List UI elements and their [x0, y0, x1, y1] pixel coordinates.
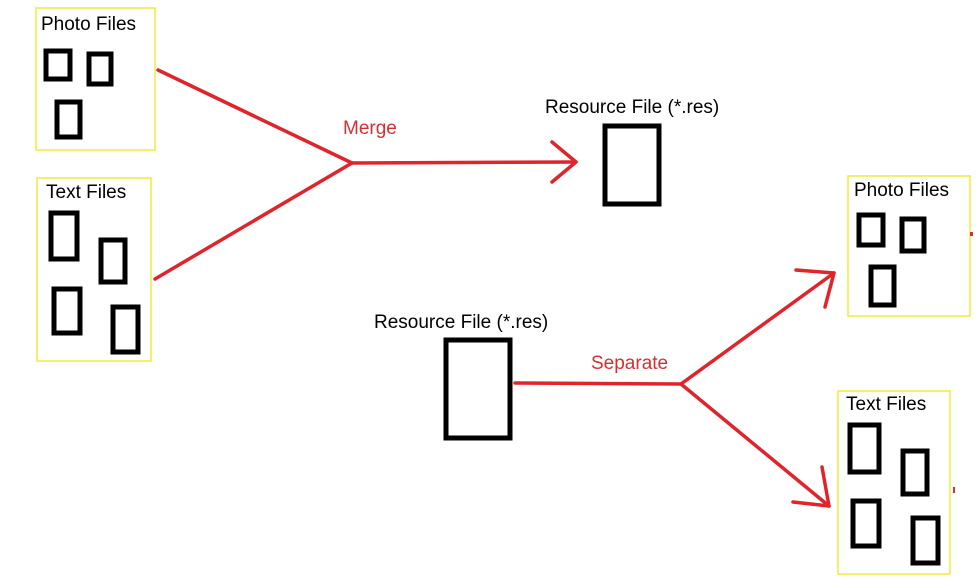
separate-arrowhead-texts — [791, 465, 831, 508]
photo-file-icon — [856, 212, 886, 248]
text-file-icon — [110, 304, 141, 355]
stray-mark — [970, 232, 973, 236]
text-files-label-input: Text Files — [46, 182, 126, 203]
photo-files-label-input: Photo Files — [41, 14, 136, 35]
text-files-group-output: Text Files — [837, 390, 951, 575]
text-file-icon — [51, 286, 83, 336]
resource-file-input-icon — [443, 337, 513, 441]
photo-file-icon — [54, 99, 83, 140]
text-file-icon — [850, 498, 882, 549]
resource-file-input-label: Resource File (*.res) — [374, 312, 548, 333]
photo-files-group-input: Photo Files — [35, 7, 156, 151]
photo-files-group-output: Photo Files — [847, 175, 971, 317]
merge-arrowhead — [550, 140, 578, 184]
merge-label: Merge — [343, 118, 397, 139]
separate-arrow-shaft — [513, 381, 683, 386]
merge-branch-from-photos — [156, 68, 354, 165]
separate-arrow — [513, 268, 836, 508]
separate-label: Separate — [591, 353, 668, 374]
photo-file-icon — [899, 216, 927, 254]
resource-file-output-label: Resource File (*.res) — [545, 97, 719, 118]
photo-file-icon — [86, 51, 114, 87]
text-file-icon — [98, 237, 128, 285]
text-file-icon — [847, 422, 882, 475]
merge-arrow — [153, 68, 578, 281]
separate-branch-to-texts — [679, 382, 831, 508]
photo-files-label-output: Photo Files — [854, 180, 949, 201]
photo-file-icon — [868, 264, 897, 308]
separate-arrowhead-photos — [794, 268, 836, 309]
separate-branch-to-photos — [679, 271, 836, 386]
text-files-group-input: Text Files — [36, 177, 152, 362]
photo-file-icon — [43, 48, 73, 82]
text-files-label-output: Text Files — [846, 394, 926, 415]
text-file-icon — [900, 448, 930, 497]
text-file-icon — [910, 515, 941, 566]
text-file-icon — [48, 210, 80, 262]
merge-arrow-shaft — [350, 160, 578, 165]
merge-branch-from-texts — [153, 161, 354, 281]
resource-file-output-icon — [602, 123, 662, 207]
stray-mark — [953, 487, 955, 493]
